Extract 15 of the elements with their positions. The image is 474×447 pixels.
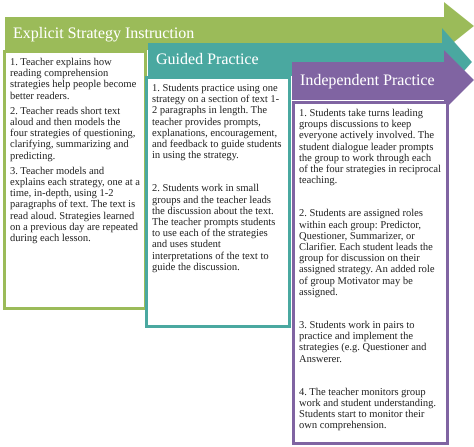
step-text: 3. Teacher models and explains each strategy, one at a time, in-depth, using 1-2 paragraphs of text. The text is read aloud. Strategies learned on a previous day are repeated during each lesson.	[10, 166, 140, 244]
step-text: 4. The teacher monitors group work and student understanding. Students start to monitor their own comprehension.	[299, 386, 438, 432]
step-text: 1. Students take turns leading groups discussions to keep everyone actively involved. The student dialogue leader prompts the group to work through each of the four strategies in reciprocal teaching.	[299, 108, 442, 186]
stage-heading: Independent Practice	[300, 71, 435, 91]
step-panel	[292, 101, 449, 445]
step-text: 1. Teacher explains how reading comprehension strategies help people become better readers.	[10, 57, 138, 102]
step-text: 3. Students work in pairs to practice and implement the strategies (e.g. Questioner and Answerer.	[299, 320, 428, 365]
stage-heading: Guided Practice	[156, 50, 259, 70]
step-panel	[145, 76, 291, 328]
step-text: 1. Students practice using one strategy on a section of text 1-2 paragraphs in length. The teacher provides prompts, explanations, encouragement, and feedback to guide students in using the strategy.	[152, 83, 282, 162]
step-text: 2. Students work in small groups and the teacher leads the discussion about the text. The teacher prompts students to use each of the strategies and uses student interpretations of the text to guide the discussion.	[152, 183, 276, 274]
step-text: 2. Students are assigned roles within each group: Predictor, Questioner, Summarizer, or Clarifier. Each student leads the group for discussion on their assigned strategy. An added role of group Motivator may be assigned.	[299, 208, 436, 298]
step-text: 2. Teacher reads short text aloud and then models the four strategies of questioning, clarifying, summarizing and predicting.	[10, 106, 136, 162]
stage-heading: Explicit Strategy Instruction	[13, 24, 194, 44]
step-panel	[3, 50, 147, 310]
